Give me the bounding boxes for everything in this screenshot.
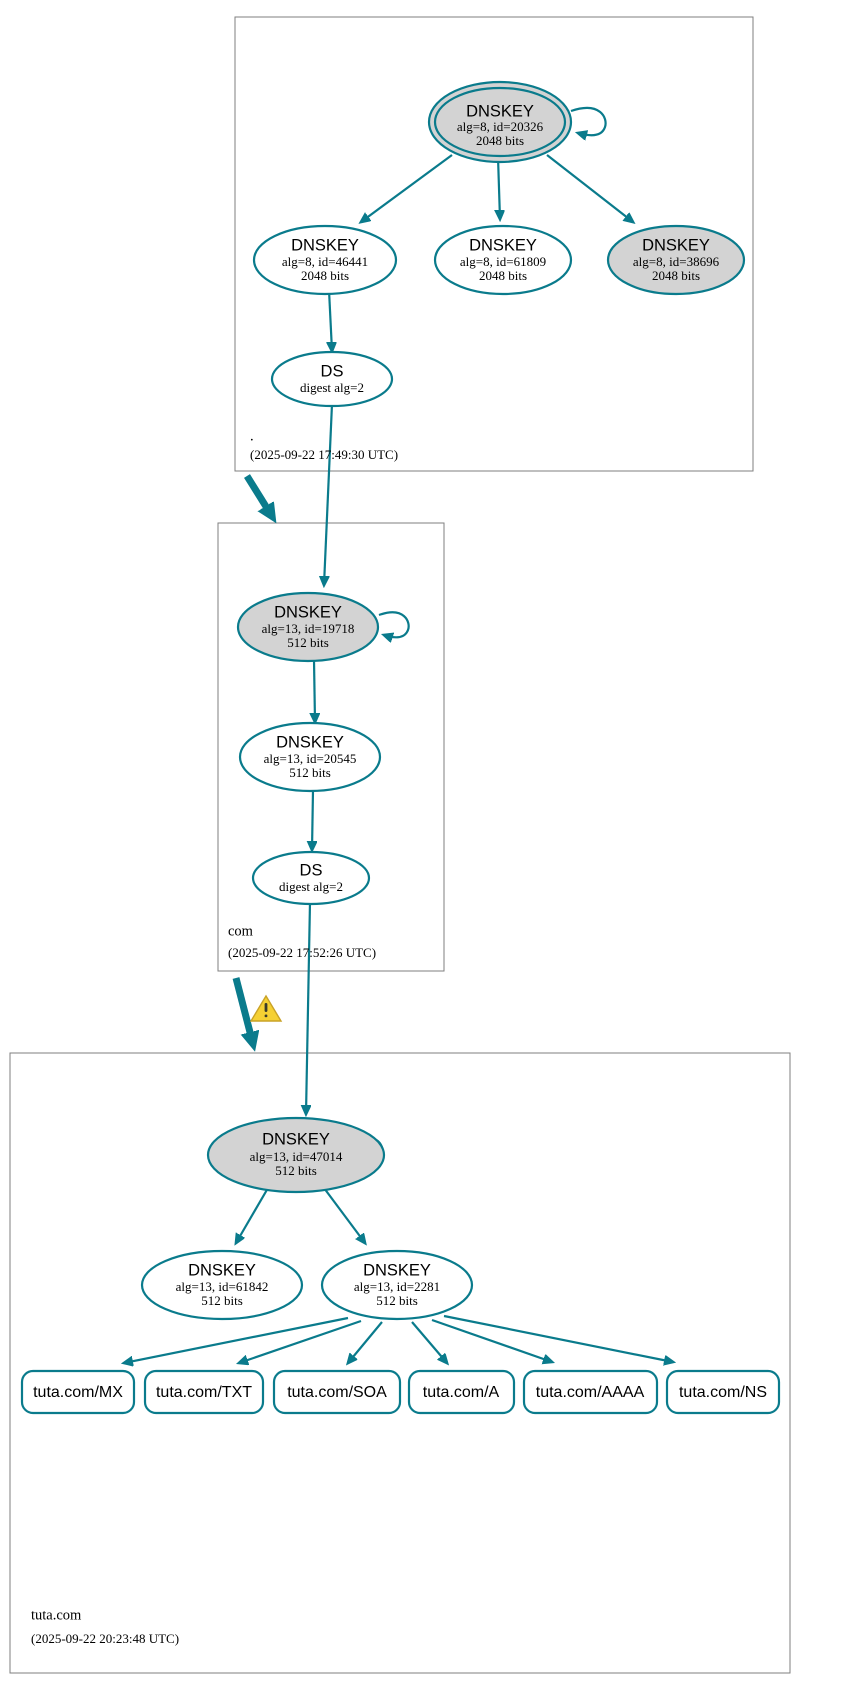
edge-tuta-zsk-to-rr-ns — [443, 1314, 673, 1362]
rrset-label-mx: tuta.com/MX — [33, 1384, 123, 1401]
node-tuta-zsk-2281-params: alg=13, id=2281 — [354, 1279, 440, 1294]
edge-com-zsk-20545-to-ds — [312, 789, 313, 850]
zone-box-com — [217, 522, 445, 972]
node-tuta-ksk-size: 512 bits — [275, 1163, 317, 1178]
node-com-ksk-size: 512 bits — [287, 635, 329, 650]
node-root-zsk-61809-size: 2048 bits — [479, 268, 527, 283]
node-root-zsk-46441-params: alg=8, id=46441 — [282, 254, 368, 269]
node-root-zsk-61809-params: alg=8, id=61809 — [460, 254, 546, 269]
edge-root-ksk-to-zsk-38696 — [546, 154, 633, 222]
node-tuta-zsk-2281-size: 512 bits — [376, 1293, 418, 1308]
edge-delegation-com-to-tuta — [232, 977, 252, 1040]
node-com-ds-tuta-params: digest alg=2 — [279, 879, 343, 894]
edge-root-zsk-46441-to-ds — [329, 289, 332, 351]
node-root-ksk-title: DNSKEY — [466, 102, 534, 120]
zone-timestamp-root: (2025-09-22 17:49:30 UTC) — [250, 447, 398, 462]
edge-com-ksk-self-sign — [378, 611, 410, 637]
node-tuta-ksk — [206, 1116, 386, 1194]
node-root-ksk-params: alg=8, id=20326 — [457, 119, 544, 134]
zone-timestamp-com: (2025-09-22 17:52:26 UTC) — [228, 945, 376, 960]
node-com-ksk-title: DNSKEY — [274, 603, 342, 621]
node-root-zsk-46441 — [252, 224, 398, 296]
rrset-box-mx[interactable] — [20, 1369, 136, 1415]
node-root-zsk-46441-title: DNSKEY — [291, 236, 359, 254]
node-tuta-ksk-params: alg=13, id=47014 — [250, 1149, 343, 1164]
zone-label-tuta-com: tuta.com — [31, 1607, 82, 1623]
edge-root-ksk-self-sign — [570, 106, 607, 135]
edge-tuta-zsk-to-rr-mx — [124, 1316, 349, 1363]
node-tuta-zsk-61842-size: 512 bits — [201, 1293, 243, 1308]
edge-delegation-root-to-com — [244, 474, 270, 513]
node-com-zsk-20545 — [238, 721, 382, 793]
zone-timestamp-tuta-com: (2025-09-22 20:23:48 UTC) — [31, 1631, 179, 1646]
warning-triangle-icon — [249, 994, 283, 1022]
node-root-zsk-38696 — [606, 224, 746, 296]
edge-tuta-zsk-to-rr-a — [411, 1321, 447, 1363]
node-root-ds-com-title: DS — [321, 362, 344, 380]
node-root-ds-com — [270, 350, 394, 408]
edge-tuta-ksk-to-zsk-61842 — [236, 1187, 269, 1243]
rrset-label-txt: tuta.com/TXT — [156, 1384, 252, 1401]
rrset-box-ns[interactable] — [665, 1369, 781, 1415]
zone-box-root — [234, 16, 754, 472]
rrset-box-a[interactable] — [407, 1369, 516, 1415]
edge-com-ksk-to-zsk-20545 — [314, 659, 315, 722]
node-root-ds-com-params: digest alg=2 — [300, 380, 364, 395]
rrset-box-aaaa[interactable] — [522, 1369, 659, 1415]
rrset-label-soa: tuta.com/SOA — [287, 1384, 387, 1401]
node-root-zsk-61809-title: DNSKEY — [469, 236, 537, 254]
node-tuta-zsk-2281 — [320, 1249, 474, 1321]
node-com-ksk — [236, 591, 380, 663]
edge-com-ds-to-tuta-ksk — [306, 901, 310, 1114]
edge-tuta-zsk-to-rr-soa — [348, 1321, 383, 1363]
rrset-box-soa[interactable] — [272, 1369, 402, 1415]
node-tuta-zsk-2281-title: DNSKEY — [363, 1261, 431, 1279]
edge-root-ksk-to-zsk-46441 — [361, 154, 453, 222]
edge-tuta-zsk-to-rr-txt — [239, 1319, 362, 1363]
edge-tuta-zsk-to-rr-aaaa — [431, 1318, 552, 1362]
node-com-zsk-20545-title: DNSKEY — [276, 733, 344, 751]
node-tuta-ksk-title: DNSKEY — [262, 1130, 330, 1148]
node-com-ds-tuta — [251, 850, 371, 906]
rrset-label-ns: tuta.com/NS — [679, 1384, 767, 1401]
node-root-zsk-38696-title: DNSKEY — [642, 236, 710, 254]
edge-root-ksk-to-zsk-61809 — [498, 156, 500, 219]
node-com-ds-tuta-title: DS — [300, 861, 323, 879]
node-com-ksk-params: alg=13, id=19718 — [262, 621, 355, 636]
node-root-zsk-38696-params: alg=8, id=38696 — [633, 254, 720, 269]
node-root-zsk-61809 — [433, 224, 573, 296]
edge-root-ds-to-com-ksk — [324, 403, 334, 585]
edge-tuta-ksk-to-zsk-2281 — [323, 1187, 365, 1243]
zone-box-tuta-com — [9, 1052, 791, 1674]
rrset-label-aaaa: tuta.com/AAAA — [536, 1384, 645, 1401]
node-tuta-zsk-61842 — [140, 1249, 304, 1321]
rrset-label-a: tuta.com/A — [423, 1384, 500, 1401]
node-root-ksk — [433, 86, 567, 158]
node-root-ksk-size: 2048 bits — [476, 133, 524, 148]
node-root-zsk-38696-size: 2048 bits — [652, 268, 700, 283]
node-root-zsk-46441-size: 2048 bits — [301, 268, 349, 283]
zone-label-com: com — [228, 923, 254, 939]
zone-label-root: . — [250, 428, 254, 444]
node-com-zsk-20545-size: 512 bits — [289, 765, 331, 780]
rrset-box-txt[interactable] — [143, 1369, 265, 1415]
node-com-zsk-20545-params: alg=13, id=20545 — [264, 751, 357, 766]
node-tuta-zsk-61842-title: DNSKEY — [188, 1261, 256, 1279]
node-tuta-zsk-61842-params: alg=13, id=61842 — [176, 1279, 269, 1294]
